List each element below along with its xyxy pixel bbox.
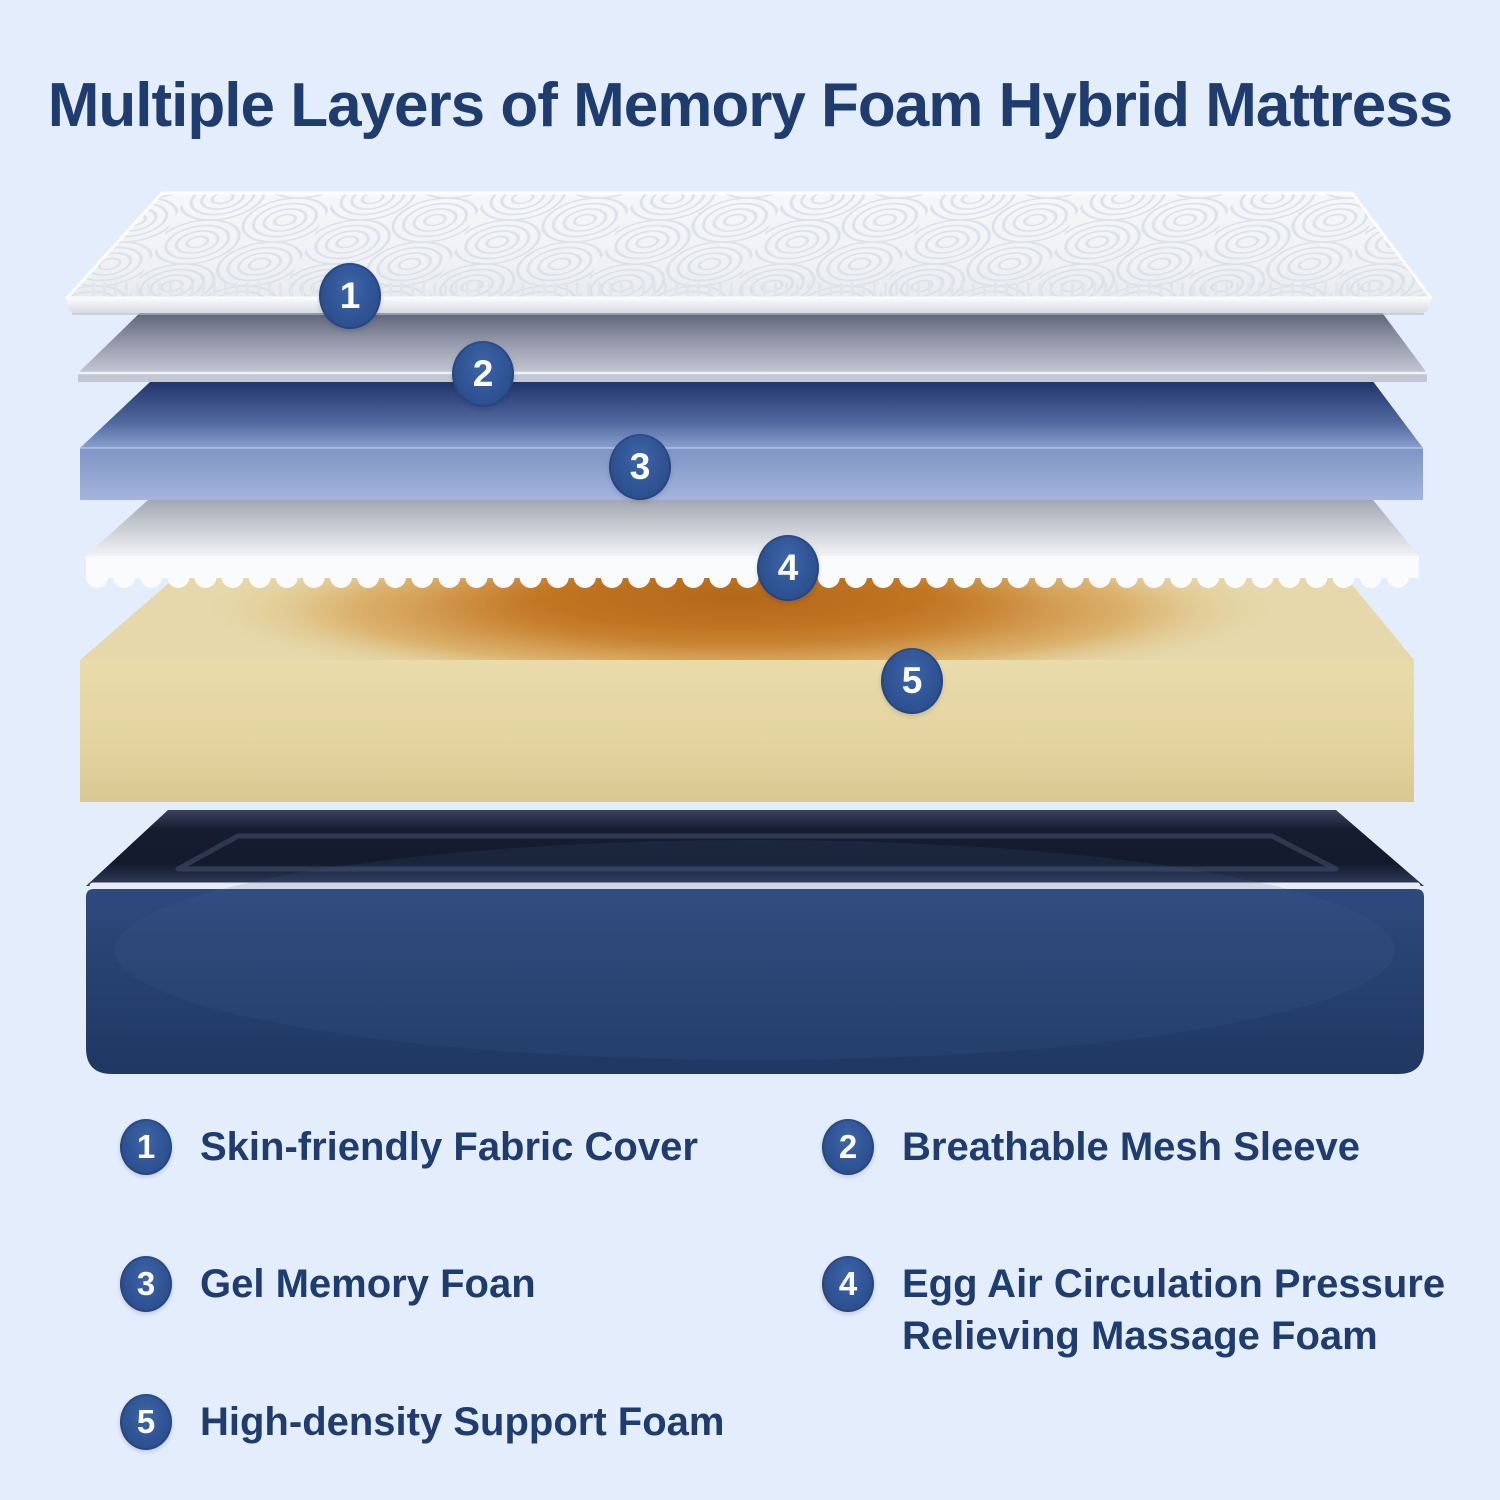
mesh-sleeve-front-face [78, 373, 1427, 382]
base-front-face [86, 889, 1424, 1074]
fabric-cover-front-face [66, 298, 1431, 313]
layer-callout-number-1: 1 [339, 275, 361, 316]
layer-5-support-foam [80, 570, 1414, 802]
layer-callout-badge-1: 1 [319, 263, 381, 329]
gel-foam-front-face [80, 448, 1423, 500]
layer-1-fabric-cover [65, 191, 1433, 315]
layer-callout-badge-3: 3 [609, 434, 671, 500]
page-title: Multiple Layers of Memory Foam Hybrid Ma… [47, 71, 1453, 140]
layer-callout-badge-4: 4 [757, 535, 819, 601]
mattress-base [86, 810, 1424, 1074]
layer-callout-number-5: 5 [901, 660, 923, 701]
support-foam-front-face [80, 660, 1414, 802]
layer-callout-badge-2: 2 [452, 341, 514, 407]
base-front-sheen [115, 840, 1395, 1060]
layer-callout-number-2: 2 [472, 353, 494, 394]
layer-callout-number-3: 3 [629, 446, 651, 487]
base-interior [86, 810, 1424, 886]
base-interior-rim-highlight [175, 833, 1339, 872]
layer-callout-number-4: 4 [777, 547, 799, 588]
fabric-cover-quilt-pattern [67, 193, 1431, 298]
layer-callout-badge-5: 5 [881, 648, 943, 714]
